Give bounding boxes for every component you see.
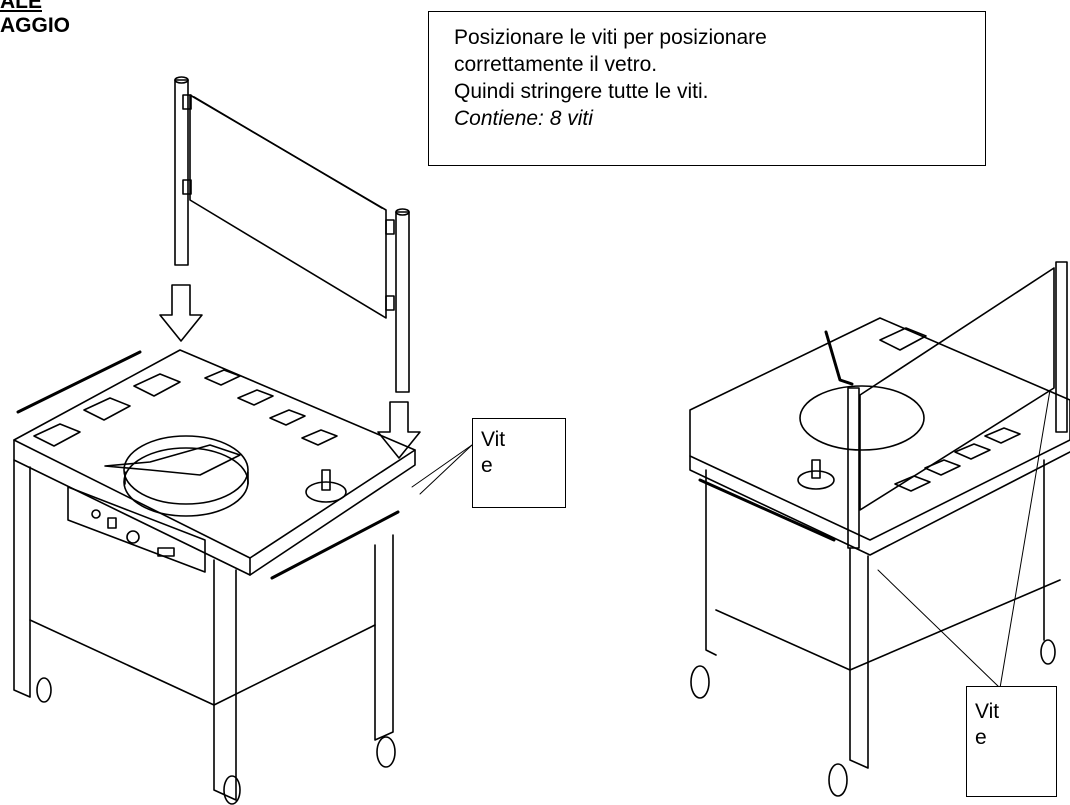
down-arrow-left [159,284,203,342]
handle-r [698,478,836,542]
clamp-4 [385,295,395,311]
dispenser-r [797,470,835,490]
glass-shield-exploded [174,76,410,393]
switch [107,517,117,529]
lower-shelf [29,619,376,706]
control-panel [67,486,206,573]
dispenser [305,481,347,503]
pan-7 [301,429,338,446]
pan-r3 [924,459,961,476]
leg-front-left [213,559,237,801]
glass-panel [189,94,387,319]
leg-back-left-r [705,469,717,656]
wheel-r1 [690,665,710,699]
crepe-plate-r [799,385,925,451]
wheel-2 [223,775,241,805]
instruction-line: correttamente il vetro. [454,53,658,76]
post-r-left [847,387,860,549]
callout-text-line1: Vit [481,428,506,451]
section-header-line2: AGGIO [0,14,71,37]
cart-top-deck [13,349,416,559]
pan-r1 [879,327,927,351]
wheel-r3 [1040,639,1056,665]
pan-1 [33,423,81,447]
screw-callout-left: Vit e [472,418,566,508]
clamp-2 [182,179,192,195]
leg-front-r [849,547,869,769]
leg-back-left [13,459,31,698]
post-r-right [1055,261,1068,433]
leader-line-3 [877,569,1001,689]
contents-note: Contiene: 8 viti [454,107,593,130]
instruction-line: Posizionare le viti per posizionare [454,26,767,49]
pan-6 [269,409,306,426]
crepe-plate [123,447,249,517]
pan-r2 [894,475,931,492]
clamp-3 [385,219,395,235]
wheel-1 [36,677,52,703]
indicator-light [91,509,101,519]
crepe-cart-right [689,261,1070,797]
control-knob [126,530,140,544]
down-arrow-right [377,401,421,459]
pan-5 [237,389,274,406]
wheel-r2 [828,763,848,797]
right-post-cap [395,208,410,216]
callout-text-line2: e [481,454,493,477]
leg-front-right [374,534,394,741]
clamp-1 [182,94,192,110]
handle-right [270,510,400,580]
callout-text-line2: e [975,726,987,749]
instruction-box: Posizionare le viti per posizionare corr… [428,11,986,166]
section-header-line1: ALE [0,0,42,13]
right-post [395,211,410,393]
display [157,547,175,557]
pan-r4 [954,443,991,460]
lower-shelf-r [715,579,1061,671]
spatula [104,444,241,476]
spatula-r [824,330,854,386]
instruction-line: Quindi stringere tutte le viti. [454,80,709,103]
screw-callout-right: Vit e [966,686,1057,797]
leader-line-2 [419,444,473,495]
left-post-cap [174,76,189,84]
pan-2 [83,397,131,421]
callout-text-line1: Vit [975,700,1000,723]
pan-r5 [984,427,1021,444]
crepe-cart-left [13,349,416,805]
handle-left [16,350,142,414]
leader-line-4 [999,389,1051,689]
left-post [174,79,189,266]
pan-4 [204,369,241,386]
glass-panel-r [859,267,1055,511]
cart-top-deck-assembled [689,317,1070,541]
pan-3 [133,373,181,397]
wheel-3 [376,736,396,768]
leader-line-1 [411,444,473,488]
